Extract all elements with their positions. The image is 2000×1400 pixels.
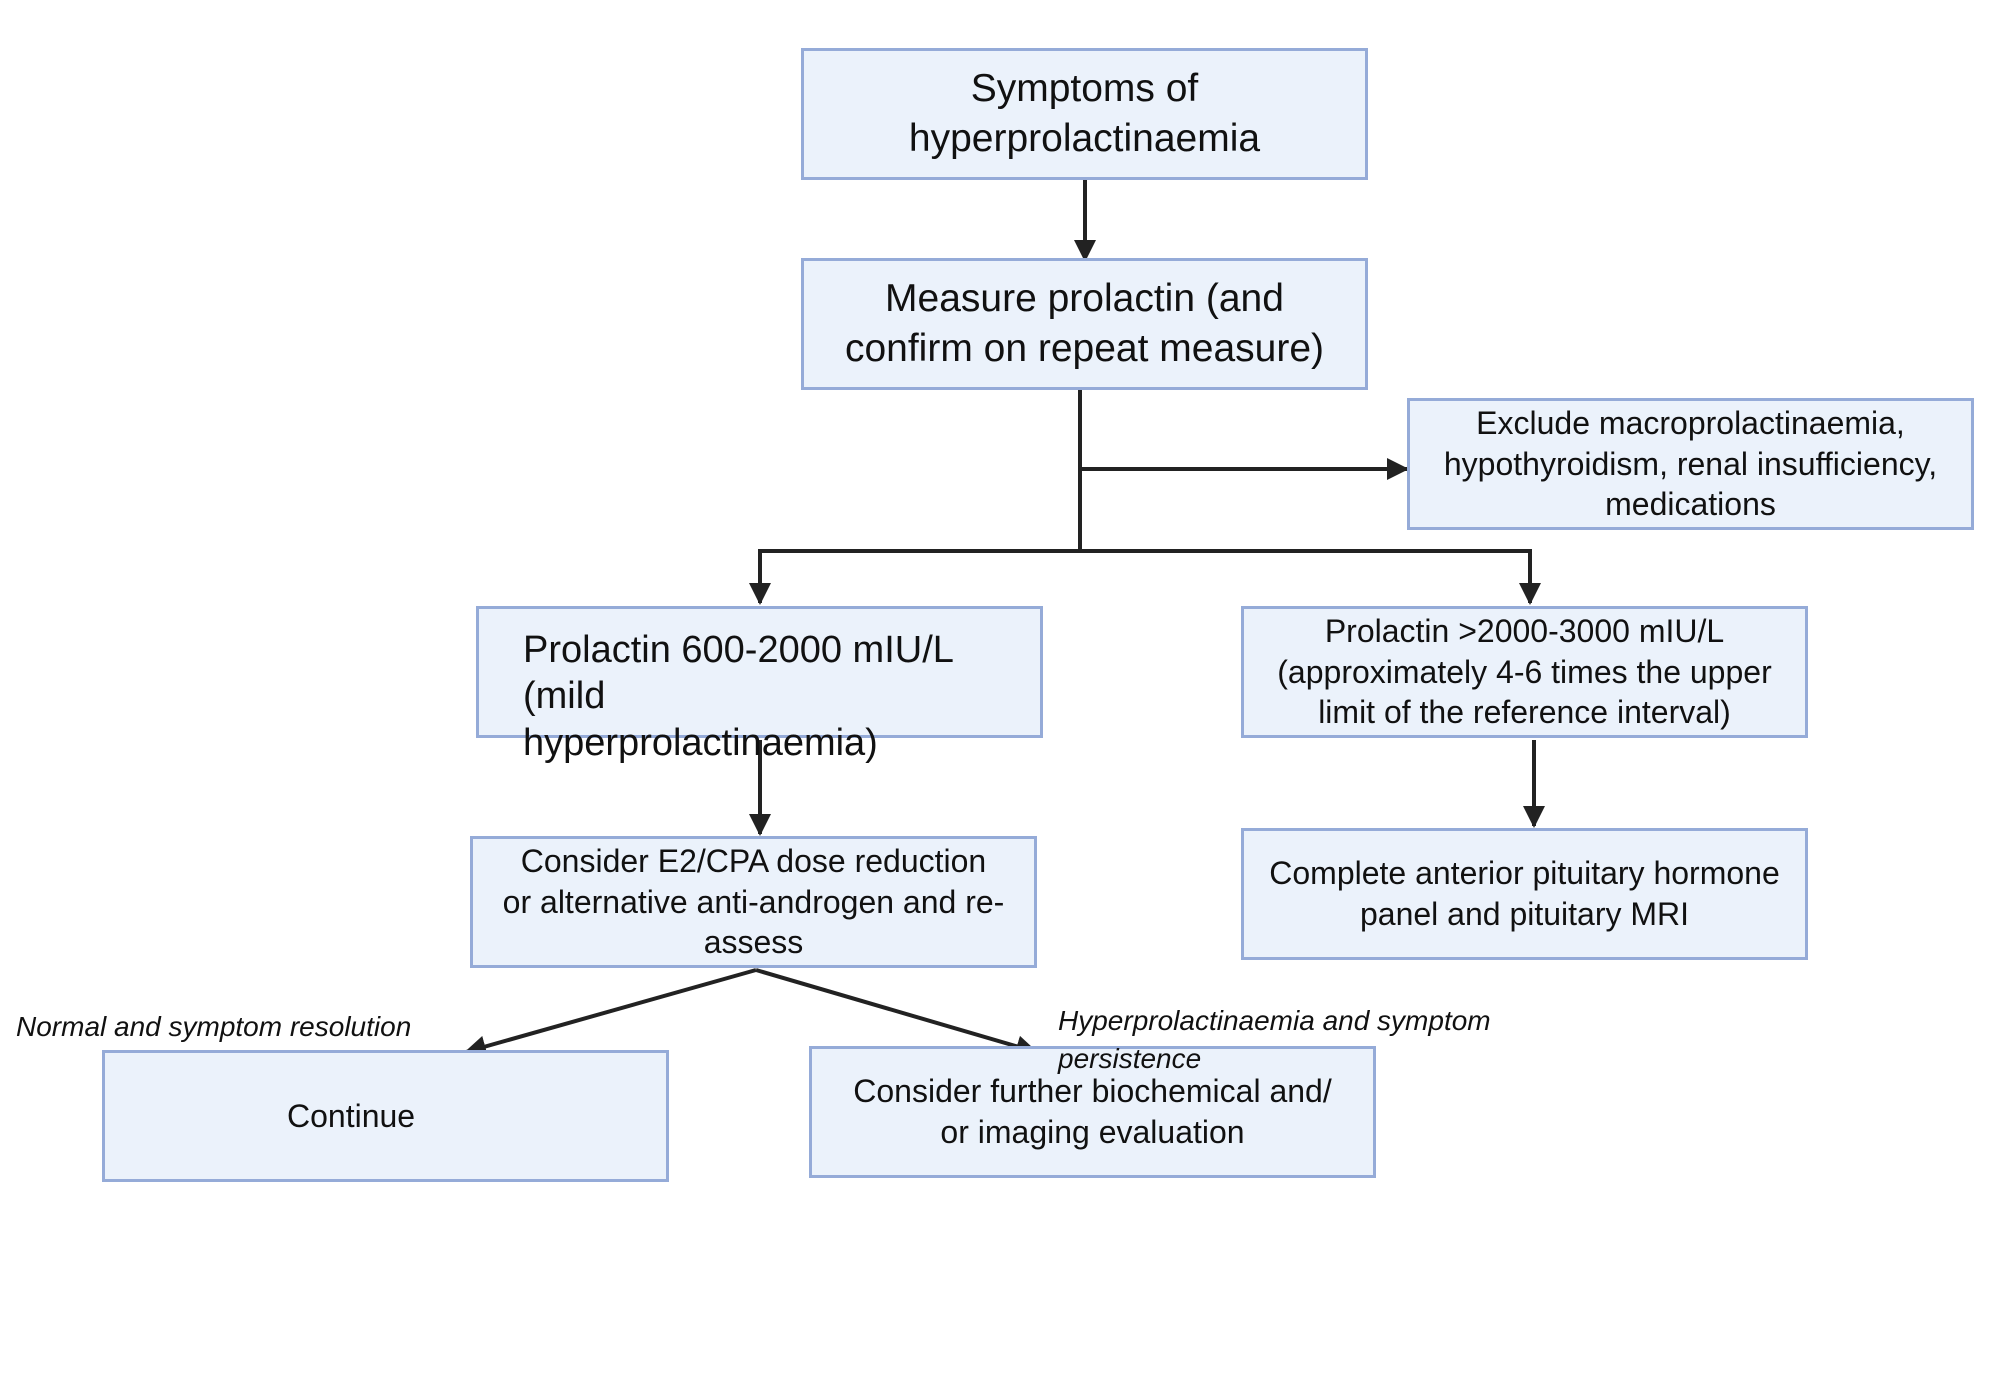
arrow-dose-to-further <box>755 968 1038 1057</box>
node-mild-hyperprolactinaemia: Prolactin 600-2000 mIU/L (mild hyperprol… <box>476 606 1043 764</box>
node-further-evaluation: Consider further biochemical and/ or ima… <box>809 1046 1376 1178</box>
edge-label-persistence: Hyperprolactinaemia and symptom persiste… <box>1058 1005 1491 1074</box>
node-further-evaluation-label: Consider further biochemical and/ or ima… <box>853 1073 1332 1150</box>
node-high-prolactin: Prolactin >2000-3000 mIU/L (approximatel… <box>1241 606 1808 738</box>
node-exclude-causes: Exclude macroprolactinaemia, hypothyroid… <box>1407 398 1974 530</box>
node-symptoms: Symptoms of hyperprolactinaemia <box>801 48 1368 180</box>
node-high-prolactin-label: Prolactin >2000-3000 mIU/L (approximatel… <box>1277 612 1772 731</box>
node-measure-prolactin-label: Measure prolactin (and confirm on repeat… <box>844 277 1325 370</box>
node-symptoms-label: Symptoms of hyperprolactinaemia <box>908 67 1261 160</box>
edge-label-normal-resolution: Normal and symptom resolution <box>16 1011 412 1042</box>
arrow-dose-to-continue <box>464 968 757 1058</box>
node-dose-reduction: Consider E2/CPA dose reduction or altern… <box>470 836 1037 968</box>
node-continue: Continue <box>102 1050 669 1182</box>
node-dose-reduction-label: Consider E2/CPA dose reduction or altern… <box>502 842 1005 961</box>
node-exclude-causes-label: Exclude macroprolactinaemia, hypothyroid… <box>1443 404 1938 523</box>
node-pituitary-panel-label: Complete anterior pituitary hormone pane… <box>1269 855 1780 932</box>
node-mild-hyperprolactinaemia-label: Prolactin 600-2000 mIU/L (mild hyperprol… <box>523 629 954 764</box>
node-measure-prolactin: Measure prolactin (and confirm on repeat… <box>801 258 1368 390</box>
node-continue-label: Continue <box>287 1097 416 1134</box>
node-pituitary-panel: Complete anterior pituitary hormone pane… <box>1241 828 1808 960</box>
